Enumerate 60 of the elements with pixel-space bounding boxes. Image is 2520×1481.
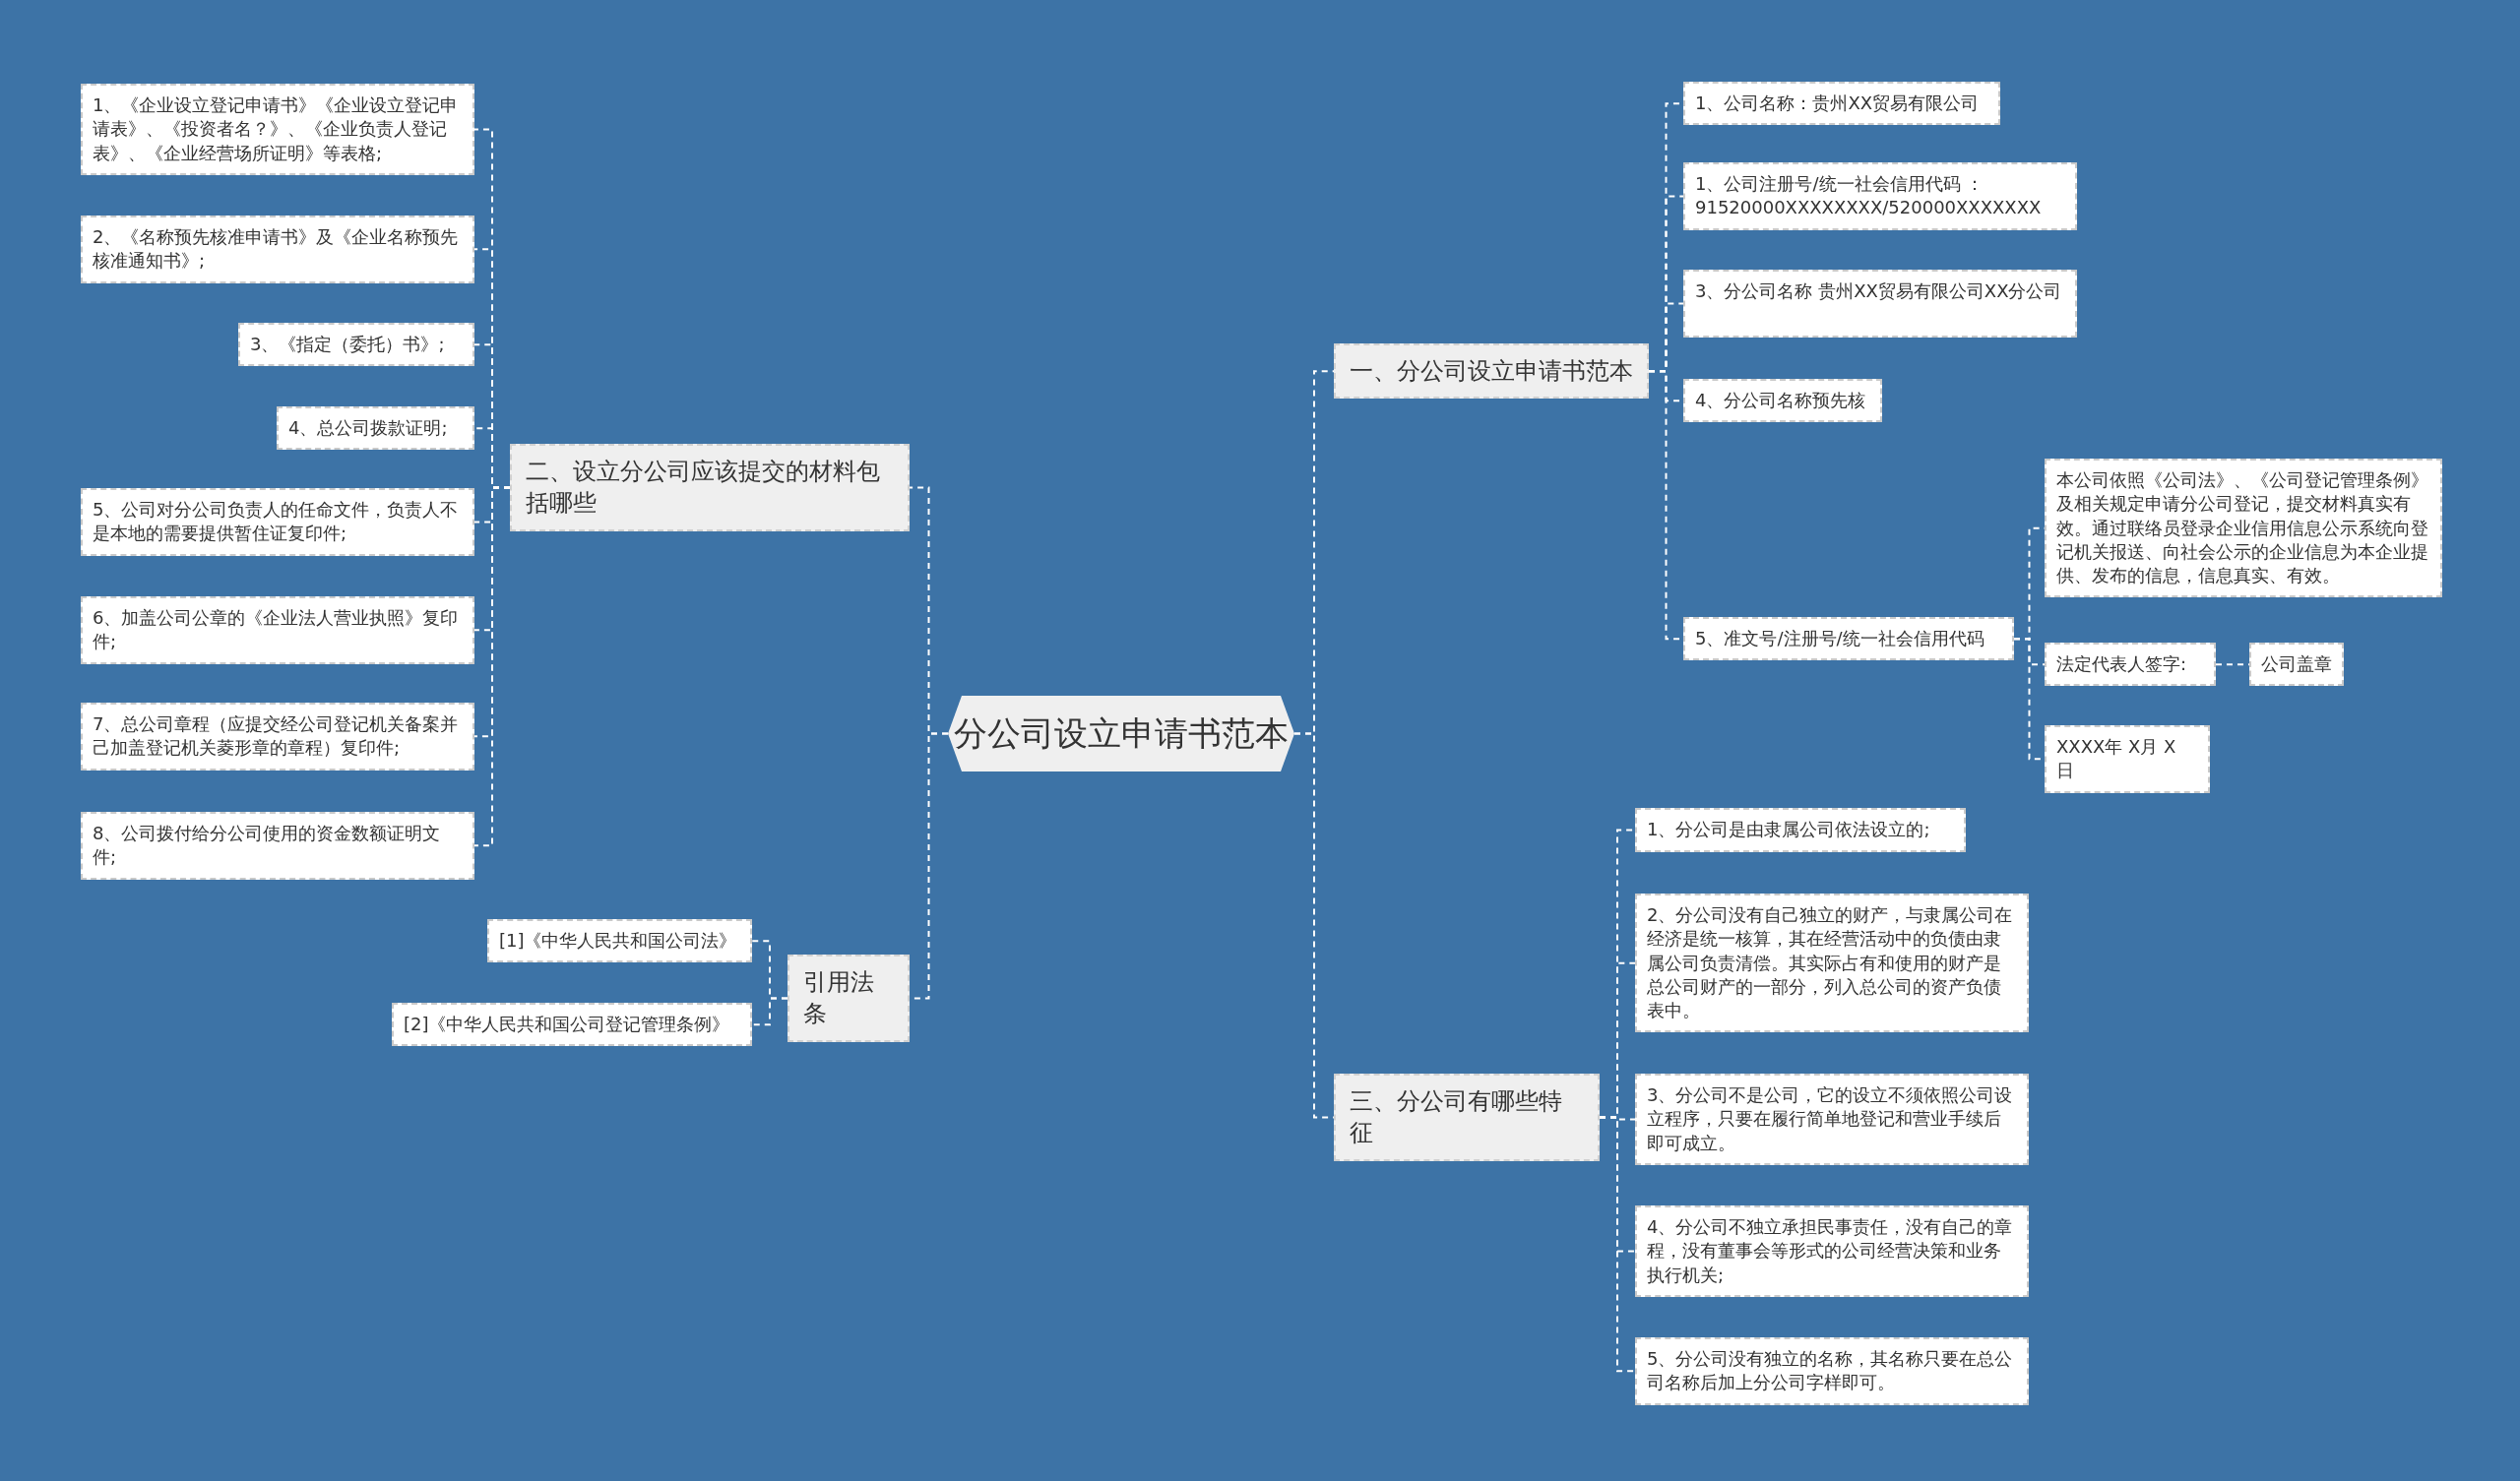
subtopic-box	[277, 406, 474, 451]
subtopic-box	[2045, 725, 2210, 793]
subtopic-box	[2045, 459, 2442, 598]
topic-text: [2]《中华人民共和国公司登记管理条例》	[404, 1014, 730, 1034]
topic-box	[788, 955, 910, 1042]
subtopic-box	[392, 1003, 752, 1047]
topic-text: 1、公司注册号/统一社会信用代码 ： 91520000XXXXXXXX/520000XXXXXXX	[1695, 173, 2042, 218]
topic-text: 1、分公司是由隶属公司依法设立的;	[1647, 819, 1930, 839]
central-topic-text: 分公司设立申请书范本	[954, 711, 1289, 755]
connector-line	[1599, 1116, 1636, 1373]
subtopic-box	[1683, 379, 1882, 423]
topic-text: 8、公司拨付给分公司使用的资金数额证明文件;	[93, 823, 441, 868]
subtopic-box	[1635, 808, 1966, 852]
topic-text: 5、公司对分公司负责人的任命文件，负责人不是本地的需要提供暂住证复印件;	[93, 499, 459, 544]
connector-line	[751, 997, 788, 1026]
topic-text: 引用法条	[803, 968, 874, 1028]
topic-text: 二、设立分公司应该提交的材料包括哪些	[526, 458, 880, 518]
subtopic-box	[2045, 643, 2216, 687]
topic-box	[510, 444, 910, 531]
subtopic-box	[1683, 617, 2014, 661]
topic-text: 法定代表人签字:	[2056, 653, 2187, 674]
topic-text: 4、分公司不独立承担民事责任，没有自己的章程，没有董事会等形式的公司经营决策和业务执行机关;	[1647, 1216, 2013, 1285]
subtopic-box	[2249, 643, 2344, 687]
subtopic-box	[1635, 1337, 2029, 1405]
subtopic-box	[1635, 894, 2029, 1033]
topic-text: 4、分公司名称预先核	[1695, 390, 1866, 410]
topic-text: 2、分公司没有自己独立的财产，与隶属公司在经济是统一核算，其在经营活动中的负债由隶属公司负责清偿。其实际占有和使用的财产是总公司财产的一部分，列入总公司的资产负债表中。	[1647, 904, 2013, 1021]
topic-text: XXXX年 X月 X 日	[2056, 736, 2176, 781]
subtopic-box	[81, 84, 474, 175]
topic-text: 1、《企业设立登记申请书》《企业设立登记申请表》、《投资者名？》、《企业负责人登记表》、《企业经营场所证明》等表格;	[93, 94, 459, 163]
topic-text: 5、准文号/注册号/统一社会信用代码	[1695, 628, 1984, 648]
subtopic-box	[1683, 82, 2000, 126]
topic-text: 6、加盖公司公章的《企业法人营业执照》复印件;	[93, 607, 459, 652]
subtopic-box	[1683, 162, 2077, 230]
topic-box	[1334, 343, 1649, 400]
subtopic-box	[81, 812, 474, 880]
topic-box	[1334, 1074, 1600, 1161]
subtopic-box	[1635, 1074, 2029, 1165]
topic-text: 7、总公司章程（应提交经公司登记机关备案并己加盖登记机关菱形章的章程）复印件;	[93, 713, 459, 759]
topic-text: 1、公司名称：贵州XX贸易有限公司	[1695, 93, 1980, 113]
topic-text: 3、分公司名称 贵州XX贸易有限公司XX分公司	[1695, 280, 2062, 301]
topic-text: 4、总公司拨款证明;	[288, 417, 448, 438]
subtopic-box	[487, 919, 752, 963]
topic-text: 公司盖章	[2261, 653, 2332, 674]
subtopic-box	[81, 488, 474, 556]
central-topic-hexagon	[948, 696, 1294, 771]
subtopic-box	[1683, 270, 2077, 338]
subtopic-box	[81, 216, 474, 283]
topic-text: 本公司依照《公司法》、《公司登记管理条例》及相关规定申请分公司登记，提交材料真实有效。通过联络员登录企业信用信息公示系统向登记机关报送、向社会公示的企业信息为本企业提供、发布的信息，信息真实、有效。	[2056, 469, 2428, 586]
subtopic-box	[238, 323, 474, 367]
subtopic-box	[81, 703, 474, 771]
topic-text: 3、《指定（委托）书》;	[250, 334, 445, 354]
subtopic-box	[1635, 1205, 2029, 1297]
topic-text: 3、分公司不是公司，它的设立不须依照公司设立程序，只要在履行简单地登记和营业手续后即可成立。	[1647, 1084, 2013, 1153]
topic-text: [1]《中华人民共和国公司法》	[499, 930, 737, 951]
topic-text: 三、分公司有哪些特征	[1350, 1087, 1562, 1147]
topic-text: 2、《名称预先核准申请书》及《企业名称预先核准通知书》;	[93, 226, 459, 272]
subtopic-box	[81, 596, 474, 664]
topic-text: 一、分公司设立申请书范本	[1350, 357, 1633, 385]
topic-text: 5、分公司没有独立的名称，其名称只要在总公司名称后加上分公司字样即可。	[1647, 1348, 2013, 1393]
